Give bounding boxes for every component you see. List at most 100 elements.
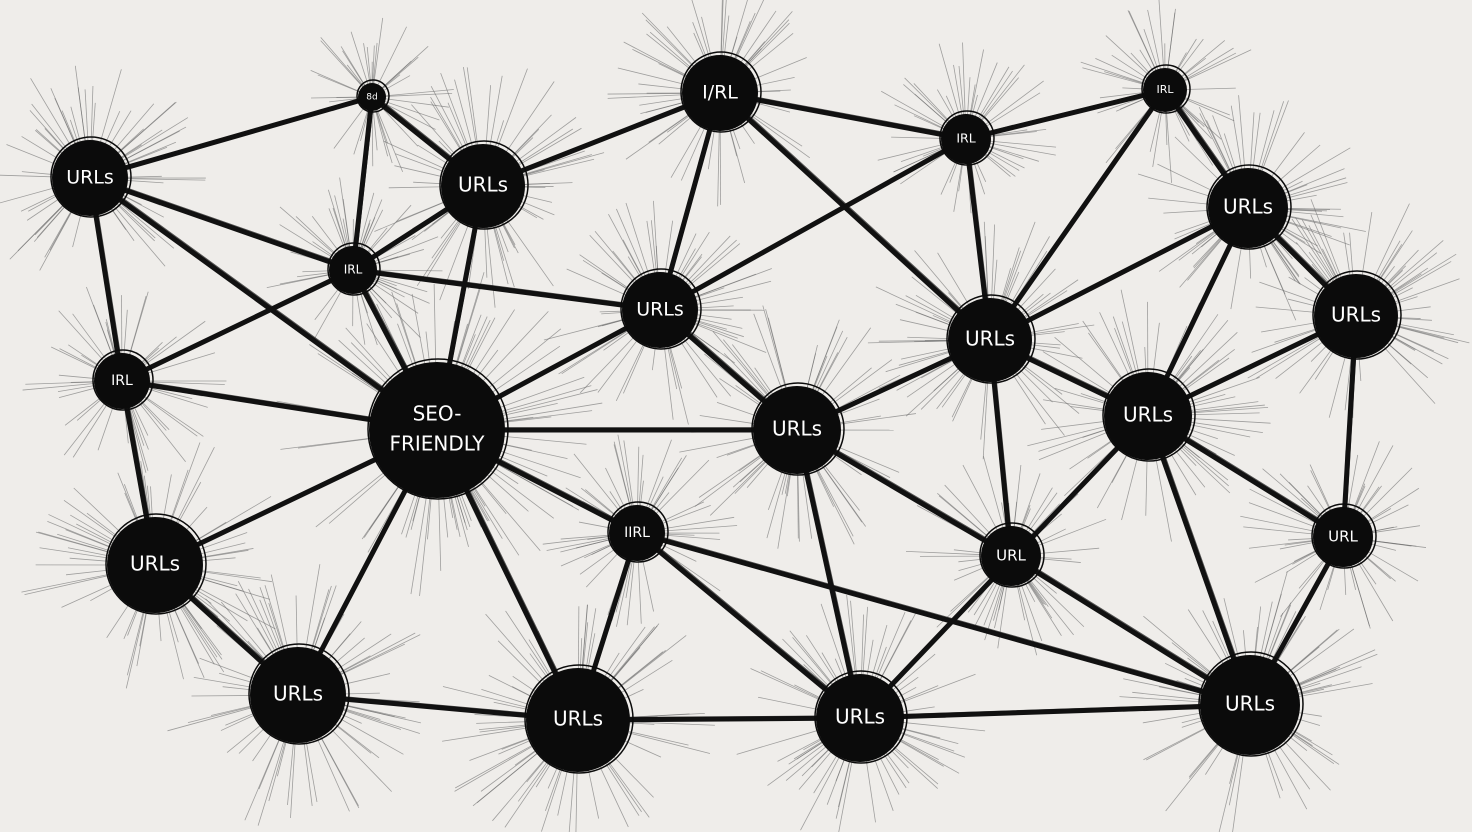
- node-label: URLs: [458, 173, 508, 197]
- node-circle: [682, 55, 758, 131]
- node-circle: [1143, 68, 1187, 112]
- node-circle: [526, 668, 630, 772]
- edge-3-9: [350, 267, 663, 313]
- node-rays: [736, 594, 986, 832]
- edge-21-22: [857, 702, 1253, 721]
- node-label: I/RL: [702, 82, 738, 104]
- node-circle: [753, 386, 841, 474]
- node-label: URLs: [1331, 303, 1381, 327]
- node-circle: [369, 362, 505, 498]
- node-circle: [948, 298, 1032, 382]
- node-label: 8d: [366, 93, 377, 103]
- edge-10-7: [987, 205, 1251, 343]
- node-circle: [1200, 655, 1300, 755]
- node-url: URLs: [248, 643, 350, 745]
- node-circle: [329, 246, 377, 294]
- node-label: URLs: [835, 705, 885, 729]
- node-rays: [905, 456, 1107, 656]
- node-circle: [816, 674, 904, 762]
- node-label: IRL: [1156, 83, 1174, 96]
- node-circle: [1104, 372, 1192, 460]
- node-rays: [0, 65, 206, 271]
- node-circle: [1314, 274, 1398, 358]
- node-circle: [107, 517, 203, 613]
- node-url: IIRL: [607, 501, 669, 563]
- node-rays: [374, 66, 605, 308]
- node-circle: [1208, 168, 1288, 248]
- edge-1-3: [350, 94, 375, 273]
- node-label: URL: [996, 547, 1026, 565]
- node-label: IIRL: [624, 525, 650, 541]
- node-rays: [276, 272, 603, 596]
- node-rays: [543, 200, 772, 425]
- node-url: 8d: [356, 79, 390, 113]
- node-label: URLs: [66, 167, 114, 189]
- node-label: URLs: [1225, 692, 1275, 716]
- node-label: IRL: [111, 373, 133, 389]
- node-url: URLs: [439, 140, 529, 230]
- node-label: URLs: [130, 552, 180, 576]
- node-rays: [21, 442, 276, 689]
- node-rays: [669, 305, 917, 549]
- edge-0-3: [87, 175, 356, 273]
- edge-4-10: [717, 90, 993, 343]
- node-label: URLs: [772, 417, 822, 441]
- edge-5-6: [963, 87, 1168, 142]
- edge-15-22: [634, 530, 1253, 708]
- edge-0-12: [87, 175, 440, 433]
- edge-0-1: [87, 94, 375, 181]
- node-rays: [167, 564, 421, 826]
- node-url: URL: [979, 522, 1045, 588]
- node-url: URLs: [814, 670, 908, 764]
- node-rays: [877, 42, 1057, 214]
- edge-13-21: [794, 427, 863, 721]
- node-url: URLs: [751, 382, 845, 476]
- node-circle: [94, 353, 150, 409]
- node-label: IRL: [344, 263, 363, 277]
- node-url: URL: [1311, 503, 1377, 569]
- node-url: URLs: [1102, 368, 1196, 462]
- edge-3-11: [119, 267, 356, 384]
- node-url: IRL: [939, 110, 995, 166]
- node-circle: [981, 526, 1041, 586]
- node-circle: [941, 114, 991, 164]
- edge-9-5: [657, 136, 969, 313]
- edge-6-10: [987, 87, 1168, 343]
- node-url: IRL: [92, 349, 154, 411]
- node-label: URLs: [965, 327, 1015, 351]
- node-circle: [609, 505, 665, 561]
- node-seo-friendly: SEO- FRIENDLY: [367, 358, 509, 500]
- node-url: IRL: [327, 242, 381, 296]
- node-label: URLs: [1123, 403, 1173, 427]
- node-url: URLs: [1312, 270, 1402, 360]
- node-rays: [1240, 441, 1427, 629]
- node-circle: [441, 144, 525, 228]
- node-url: URLs: [50, 136, 132, 218]
- node-label: FRIENDLY: [390, 432, 486, 456]
- node-url: URLs: [946, 294, 1036, 384]
- node-label: URLs: [1223, 195, 1273, 219]
- node-label: URLs: [636, 299, 684, 321]
- node-url: URLs: [1198, 651, 1304, 757]
- node-label: URL: [1328, 528, 1358, 546]
- node-url: URLs: [105, 513, 207, 615]
- node-circle: [250, 647, 346, 743]
- edge-15-21: [634, 530, 863, 721]
- node-circle: [622, 272, 698, 348]
- node-url: IRL: [1141, 64, 1191, 114]
- node-label: URLs: [273, 682, 323, 706]
- node-rays: [310, 17, 454, 173]
- node-url: URLs: [1206, 164, 1292, 250]
- node-circle: [358, 83, 386, 111]
- node-label: URLs: [553, 707, 603, 731]
- node-circle: [52, 140, 128, 216]
- node-url: URLs: [620, 268, 702, 350]
- node-circle: [1313, 507, 1373, 567]
- node-label: IRL: [956, 131, 975, 146]
- node-rays: [1245, 199, 1470, 418]
- node-label: SEO-: [413, 402, 462, 426]
- node-url: URLs: [524, 664, 634, 774]
- node-url: I/RL: [680, 51, 762, 133]
